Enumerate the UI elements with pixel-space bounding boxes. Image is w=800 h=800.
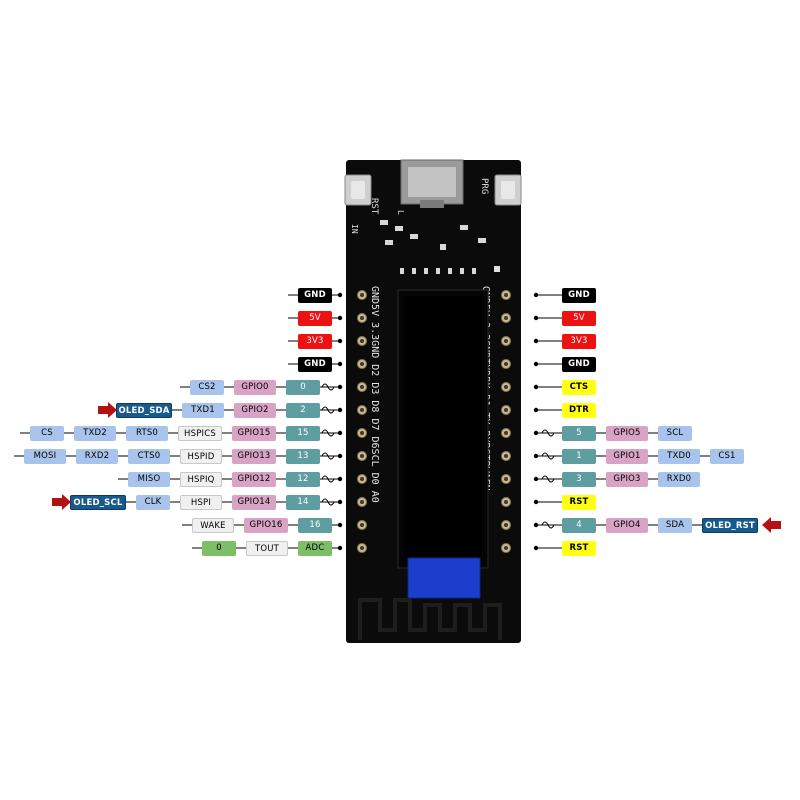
right-pointer-arrow-icon (762, 517, 781, 533)
left-pin-7-label-2: CTS0 (128, 448, 170, 464)
right-pin-3-label-0: GND (562, 356, 596, 372)
left-pin-7-label-3: HSPID (180, 448, 222, 464)
right-pin-8-label-2: RXD0 (658, 471, 700, 487)
right-pin-8-label-1: GPIO3 (606, 471, 648, 487)
right-pin-6-label-1: GPIO5 (606, 425, 648, 441)
left-pin-6-label-1: TXD2 (74, 425, 116, 441)
left-pointer-arrow-icon (98, 402, 117, 418)
left-pin-6-label-0: CS (30, 425, 64, 441)
left-pin-9-label-2: HSPI (180, 494, 222, 510)
left-pin-10-label-1: GPIO16 (244, 517, 288, 533)
left-pin-7-label-1: RXD2 (76, 448, 118, 464)
right-pin-7-label-0: 1 (562, 448, 596, 464)
left-pin-2-label-0: 3V3 (298, 333, 332, 349)
left-pin-9-label-1: CLK (136, 494, 170, 510)
pin-lead-lines (14, 292, 781, 551)
smd-components (380, 220, 500, 274)
right-pin-11-label-0: RST (562, 540, 596, 556)
right-pin-7-label-3: CS1 (710, 448, 744, 464)
right-pin-2-label-0: 3V3 (562, 333, 596, 349)
left-pin-5-label-0: OLED_SDA (116, 402, 172, 418)
left-pin-8-label-0: MISO (128, 471, 170, 487)
left-pin-11-label-0: 0 (202, 540, 236, 556)
left-pointer-arrow-icon (52, 494, 71, 510)
left-silk-text: GND5V 3.3GND D2 D3 D8 D7 D6SCL D0 A0 (369, 286, 380, 503)
left-pin-4-label-0: CS2 (190, 379, 224, 395)
right-pin-6-label-2: SCL (658, 425, 692, 441)
right-pin-10-label-1: GPIO4 (606, 517, 648, 533)
left-pin-4-label-1: GPIO0 (234, 379, 276, 395)
right-pin-9-label-0: RST (562, 494, 596, 510)
left-pin-8-label-1: HSPIQ (180, 471, 222, 487)
right-pin-7-label-2: TXD0 (658, 448, 700, 464)
left-pin-0-label-0: GND (298, 287, 332, 303)
left-pin-5-label-2: GPIO2 (234, 402, 276, 418)
left-pin-11-label-1: TOUT (246, 540, 288, 556)
left-pin-8-label-2: GPIO12 (232, 471, 276, 487)
l-silk-label: L (396, 210, 405, 215)
rst-silk-label: RST (369, 198, 379, 215)
right-pin-10-label-2: SDA (658, 517, 692, 533)
left-pin-1-label-0: 5V (298, 310, 332, 326)
left-pin-10-label-2: 16 (298, 517, 332, 533)
oled-flex-cable (407, 557, 481, 599)
right-pin-0-label-0: GND (562, 287, 596, 303)
reset-button-icon (344, 174, 372, 206)
left-pin-6-label-2: RTS0 (126, 425, 168, 441)
right-pin-4-label-0: CTS (562, 379, 596, 395)
left-pin-8-label-3: 12 (286, 471, 320, 487)
left-pin-5-label-1: TXD1 (182, 402, 224, 418)
left-pin-7-label-0: MOSI (24, 448, 66, 464)
wifi-antenna-icon (358, 598, 502, 640)
left-pin-9-label-4: 14 (286, 494, 320, 510)
prg-silk-label: PRG (479, 178, 489, 194)
right-pin-5-label-0: DTR (562, 402, 596, 418)
left-pin-4-label-2: 0 (286, 379, 320, 395)
left-pin-6-label-4: GPIO15 (232, 425, 276, 441)
left-pin-6-label-5: 15 (286, 425, 320, 441)
left-pin-7-label-5: 13 (286, 448, 320, 464)
right-pin-10-label-0: 4 (562, 517, 596, 533)
right-pin-8-label-0: 3 (562, 471, 596, 487)
header-pins (357, 290, 511, 553)
left-pin-10-label-0: WAKE (192, 517, 234, 533)
left-pin-7-label-4: GPIO13 (232, 448, 276, 464)
in-silk-label: IN (350, 224, 359, 234)
micro-usb-icon (400, 159, 464, 208)
oled-display-icon (397, 289, 489, 569)
left-pin-9-label-0: OLED_SCL (70, 494, 126, 510)
left-pin-6-label-3: HSPICS (178, 425, 222, 441)
right-pin-10-label-3: OLED_RST (702, 517, 758, 533)
left-pin-11-label-2: ADC (298, 540, 332, 556)
left-pin-5-label-3: 2 (286, 402, 320, 418)
program-button-icon (494, 174, 522, 206)
right-pin-1-label-0: 5V (562, 310, 596, 326)
right-pin-7-label-1: GPIO1 (606, 448, 648, 464)
left-pin-3-label-0: GND (298, 356, 332, 372)
left-pin-9-label-3: GPIO14 (232, 494, 276, 510)
right-pin-6-label-0: 5 (562, 425, 596, 441)
